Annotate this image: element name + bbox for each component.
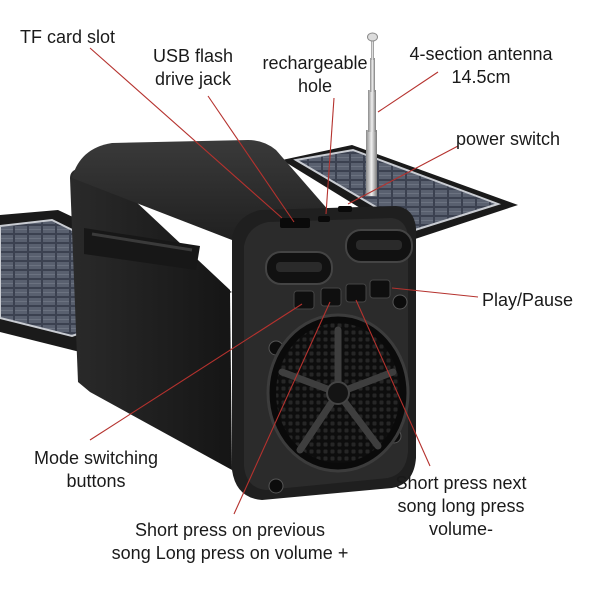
label-recharge-line1: rechargeable (262, 53, 368, 73)
label-power-switch: power switch (456, 129, 561, 149)
usb-port (280, 218, 310, 228)
label-antenna-line2: 14.5cm (451, 67, 511, 87)
label-prev-line1: Short press on previous (134, 520, 326, 540)
antenna (366, 32, 378, 196)
label-next-line1: Short press next (395, 473, 527, 493)
label-play-pause: Play/Pause (482, 290, 574, 310)
label-antenna: 4-section antenna 14.5cm (398, 43, 564, 89)
label-mode-line2: buttons (66, 471, 126, 491)
label-recharge-line2: hole (297, 76, 333, 96)
radio-body (70, 140, 416, 500)
label-usb-flash-drive-jack: USB flash drive jack (138, 45, 248, 91)
label-rechargeable-hole: rechargeable hole (254, 52, 376, 98)
label-antenna-line1: 4-section antenna (409, 44, 553, 64)
label-next-line3: volume- (428, 519, 494, 539)
label-tf-card-slot: TF card slot (20, 27, 116, 47)
label-next-song: Short press next song long press volume- (382, 472, 540, 541)
label-next-line2: song long press (397, 496, 525, 516)
label-mode-switching-buttons: Mode switching buttons (24, 447, 168, 493)
label-mode-line1: Mode switching (33, 448, 159, 468)
leader-lines (89, 47, 479, 515)
label-previous-song: Short press on previous song Long press … (92, 519, 368, 565)
power-switch-slot (338, 206, 352, 212)
charge-port (318, 216, 330, 222)
label-usb-line2: drive jack (154, 69, 232, 89)
label-usb-line1: USB flash (152, 46, 234, 66)
label-prev-line2: song Long press on volume + (111, 543, 349, 563)
